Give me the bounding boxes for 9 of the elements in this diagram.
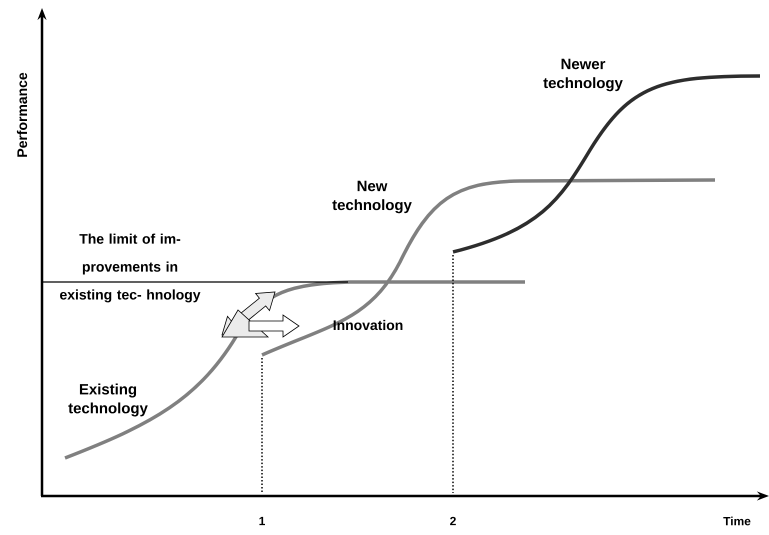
curve-label: New technology [332, 180, 412, 214]
axis-label: Performance [16, 72, 28, 157]
tick-label: 2 [450, 516, 456, 526]
tick-label: 1 [259, 516, 265, 526]
innovation-label: Innovation [334, 320, 402, 330]
annotation-text: The limit of im- provements in existing tec- hnology [60, 234, 200, 302]
curve-label: Existing technology [68, 384, 148, 416]
axis-label: Time [723, 516, 750, 526]
curve-label: Newer technology [543, 58, 623, 92]
